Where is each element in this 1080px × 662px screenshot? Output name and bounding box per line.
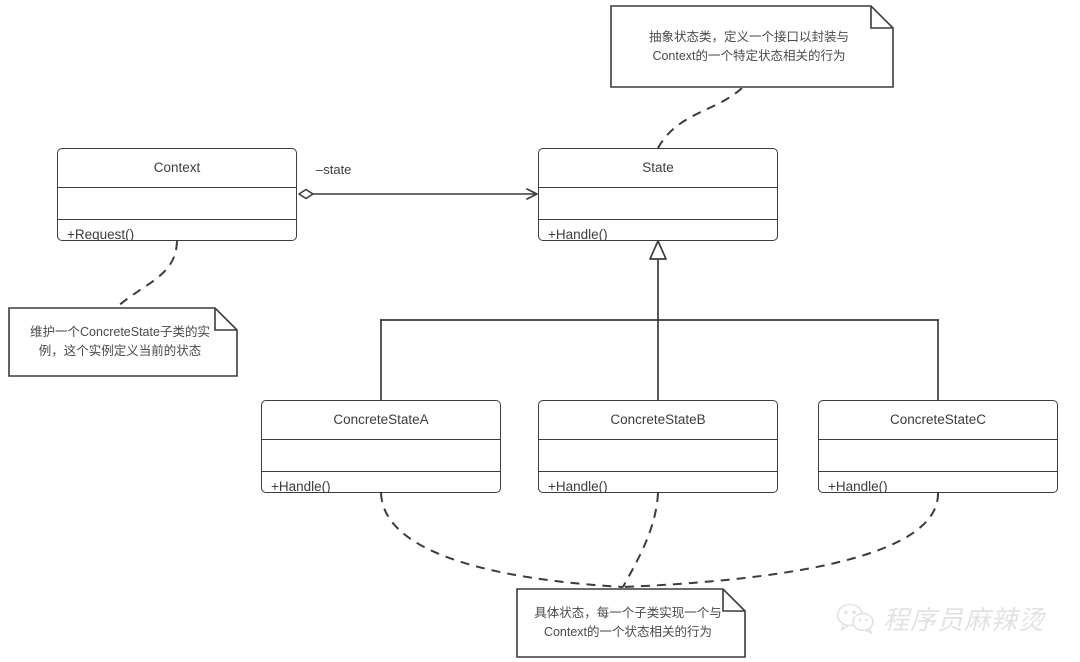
class-name-concrete-state-b: ConcreteStateB [539,401,777,440]
class-attributes-concrete-state-a [262,440,500,472]
wechat-icon [836,603,874,634]
note-text-state: 抽象状态类，定义一个接口以封装与 Context的一个特定状态相关的行为 [648,29,849,63]
class-operations-state: +Handle() [548,227,608,240]
class-box-context[interactable]: Context +Request() [57,148,297,241]
note-shape-concrete-states [516,588,746,658]
class-attributes-context [58,188,296,220]
class-attributes-state [539,188,777,220]
note-shape-state [610,5,894,88]
note-text-context: 维护一个ConcreteState子类的实 例，这个实例定义当前的状态 [30,325,210,358]
class-name-concrete-state-a: ConcreteStateA [262,401,500,440]
note-concrete-states[interactable]: 具体状态，每一个子类实现一个与 Context的一个状态相关的行为 [516,588,746,658]
generalization-triangle [649,240,667,260]
note-shape-context [8,307,238,377]
class-operations-concrete-state-b: +Handle() [548,479,608,492]
association-role-label: –state [316,162,352,177]
class-operations-concrete-state-a: +Handle() [271,479,331,492]
class-operations-context: +Request() [67,227,135,240]
note-state[interactable]: 抽象状态类，定义一个接口以封装与 Context的一个特定状态相关的行为 [610,5,894,88]
anchor-context-note [116,240,178,308]
class-box-state[interactable]: State +Handle() [538,148,778,241]
generalization-bus [380,255,939,401]
anchor-concrete-a-note [380,492,624,588]
class-name-state: State [539,149,777,188]
class-box-concrete-state-c[interactable]: ConcreteStateC +Handle() [818,400,1058,493]
class-box-concrete-state-a[interactable]: ConcreteStateA +Handle() [261,400,501,493]
association-context-state [298,188,538,200]
watermark: 程序员麻辣烫 [836,600,1045,637]
note-text-concrete-states: 具体状态，每一个子类实现一个与 Context的一个状态相关的行为 [534,606,722,639]
anchor-state-note [657,87,743,149]
note-context[interactable]: 维护一个ConcreteState子类的实 例，这个实例定义当前的状态 [8,307,238,377]
class-attributes-concrete-state-c [819,440,1057,472]
class-box-concrete-state-b[interactable]: ConcreteStateB +Handle() [538,400,778,493]
class-attributes-concrete-state-b [539,440,777,472]
watermark-text: 程序员麻辣烫 [883,606,1046,635]
class-name-context: Context [58,149,296,188]
class-operations-concrete-state-c: +Handle() [828,479,888,492]
anchor-concrete-c-note [622,492,940,588]
class-name-concrete-state-c: ConcreteStateC [819,401,1057,440]
anchor-concrete-b-note [622,492,659,588]
